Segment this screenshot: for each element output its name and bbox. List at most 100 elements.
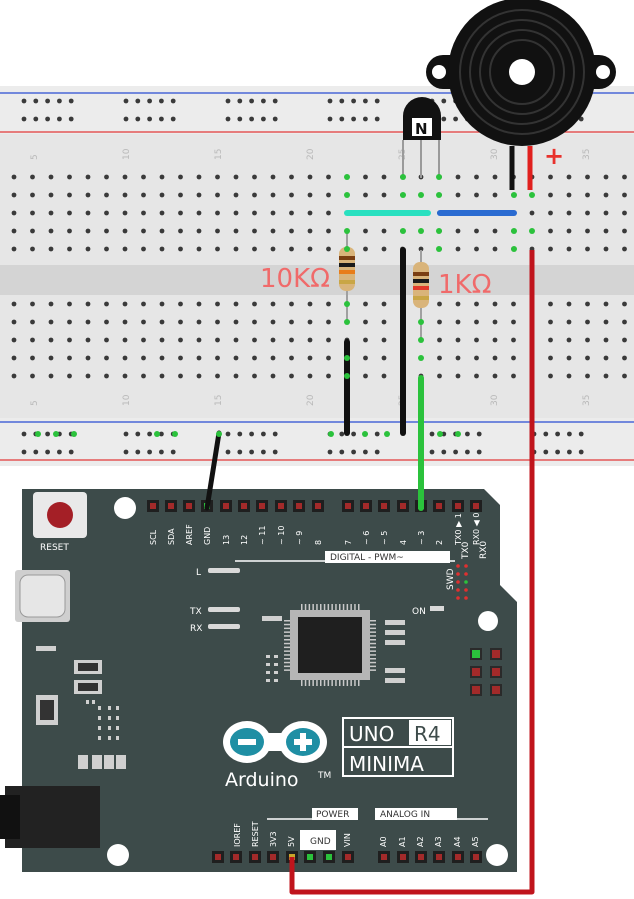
breadboard-hole (307, 174, 313, 180)
breadboard-hole (474, 337, 479, 343)
top-pin-label: 12 (240, 535, 249, 545)
top-pin-label: 2 (435, 540, 444, 545)
breadboard-hole (622, 228, 627, 234)
breadboard-hole (159, 355, 165, 361)
breadboard-hole (178, 373, 183, 379)
model-r4: R4 (414, 722, 441, 746)
breadboard-hole (178, 355, 183, 361)
breadboard-hole (48, 228, 54, 234)
breadboard-hole (289, 355, 294, 361)
column-number: 10 (122, 148, 132, 160)
on-label: ON (412, 607, 426, 617)
breadboard-hole (104, 355, 109, 361)
breadboard-hole (270, 301, 276, 307)
breadboard-hole (437, 355, 442, 361)
top-pin-label: SCL (149, 529, 158, 545)
chip-pin (284, 661, 290, 664)
breadboard-hole (178, 228, 183, 234)
chip-pin (354, 604, 356, 610)
connected-hole (529, 192, 535, 198)
rail-hole (578, 431, 584, 437)
breadboard-hole (474, 192, 479, 198)
header-pin-pad (400, 503, 406, 509)
reset-button[interactable] (33, 492, 87, 538)
breadboard-hole (585, 174, 590, 180)
rail-hole (351, 449, 356, 455)
rail-hole (147, 116, 153, 122)
breadboard-hole (326, 192, 331, 198)
chip-pin (320, 604, 322, 610)
breadboard-hole (196, 228, 202, 234)
mount-hole (107, 844, 129, 866)
rail-hole (567, 431, 572, 437)
connected-hole (437, 431, 443, 437)
rail-hole (327, 449, 333, 455)
breadboard-hole (159, 373, 165, 379)
breadboard-hole (11, 174, 17, 180)
top-pin-label: 4 (399, 540, 408, 545)
active-holes (35, 174, 535, 437)
connected-hole (436, 228, 442, 234)
connected-hole (328, 431, 334, 437)
breadboard-hole (159, 246, 165, 252)
chip-pin (312, 680, 314, 686)
breadboard-hole (11, 337, 17, 343)
breadboard-hole (233, 301, 239, 307)
header-pin-pad (436, 503, 442, 509)
breadboard-hole (585, 337, 590, 343)
rail-hole (339, 98, 345, 104)
header-pin-pad (252, 854, 258, 860)
breadboard-hole (381, 355, 387, 361)
breadboard-hole (159, 319, 165, 325)
breadboard-hole (30, 174, 35, 180)
breadboard-hole (492, 192, 498, 198)
breadboard-hole (104, 174, 109, 180)
breadboard-hole (511, 373, 516, 379)
reset-label: RESET (40, 543, 69, 553)
column-number: 30 (490, 394, 500, 406)
header-pin-pad (223, 503, 229, 509)
rail-hole (147, 431, 153, 437)
chip-pin (370, 631, 376, 633)
column-number: 35 (582, 395, 592, 406)
rail-hole (374, 116, 380, 122)
chip-pin (370, 620, 376, 622)
breadboard-hole (566, 337, 572, 343)
breadboard-hole (603, 210, 609, 216)
breadboard-hole (141, 319, 146, 325)
breadboard-hole (178, 246, 183, 252)
breadboard-hole (215, 192, 220, 198)
bottom-pin-label: VIN (343, 833, 352, 847)
breadboard-hole (548, 301, 553, 307)
breadboard-hole (622, 246, 627, 252)
swd-pads (456, 564, 468, 600)
breadboard-hole (215, 373, 220, 379)
top-pin-label: 13 (222, 535, 231, 545)
connected-hole (418, 337, 424, 343)
breadboard-hole (270, 246, 276, 252)
breadboard-hole (104, 228, 109, 234)
chip-pin (370, 646, 376, 649)
breadboard-hole (178, 337, 183, 343)
breadboard-hole (566, 355, 572, 361)
rail-hole (147, 98, 153, 104)
rail-hole (159, 116, 164, 122)
header-pin-pad (455, 854, 461, 860)
rail-hole (33, 98, 39, 104)
breadboard-hole (307, 337, 313, 343)
breadboard-hole (67, 210, 72, 216)
breadboard-hole (122, 174, 128, 180)
breadboard-hole (85, 301, 91, 307)
connected-hole (436, 246, 442, 252)
breadboard-hole (455, 373, 461, 379)
breadboard-hole (11, 192, 17, 198)
rail-hole (453, 116, 458, 122)
breadboard-hole (289, 192, 294, 198)
chip-pin (308, 680, 311, 686)
chip-pin (312, 604, 314, 610)
chip-pin (370, 658, 376, 660)
breadboard-hole (270, 210, 276, 216)
breadboard-hole (252, 228, 257, 234)
bottom-pin-label: A5 (471, 836, 480, 847)
